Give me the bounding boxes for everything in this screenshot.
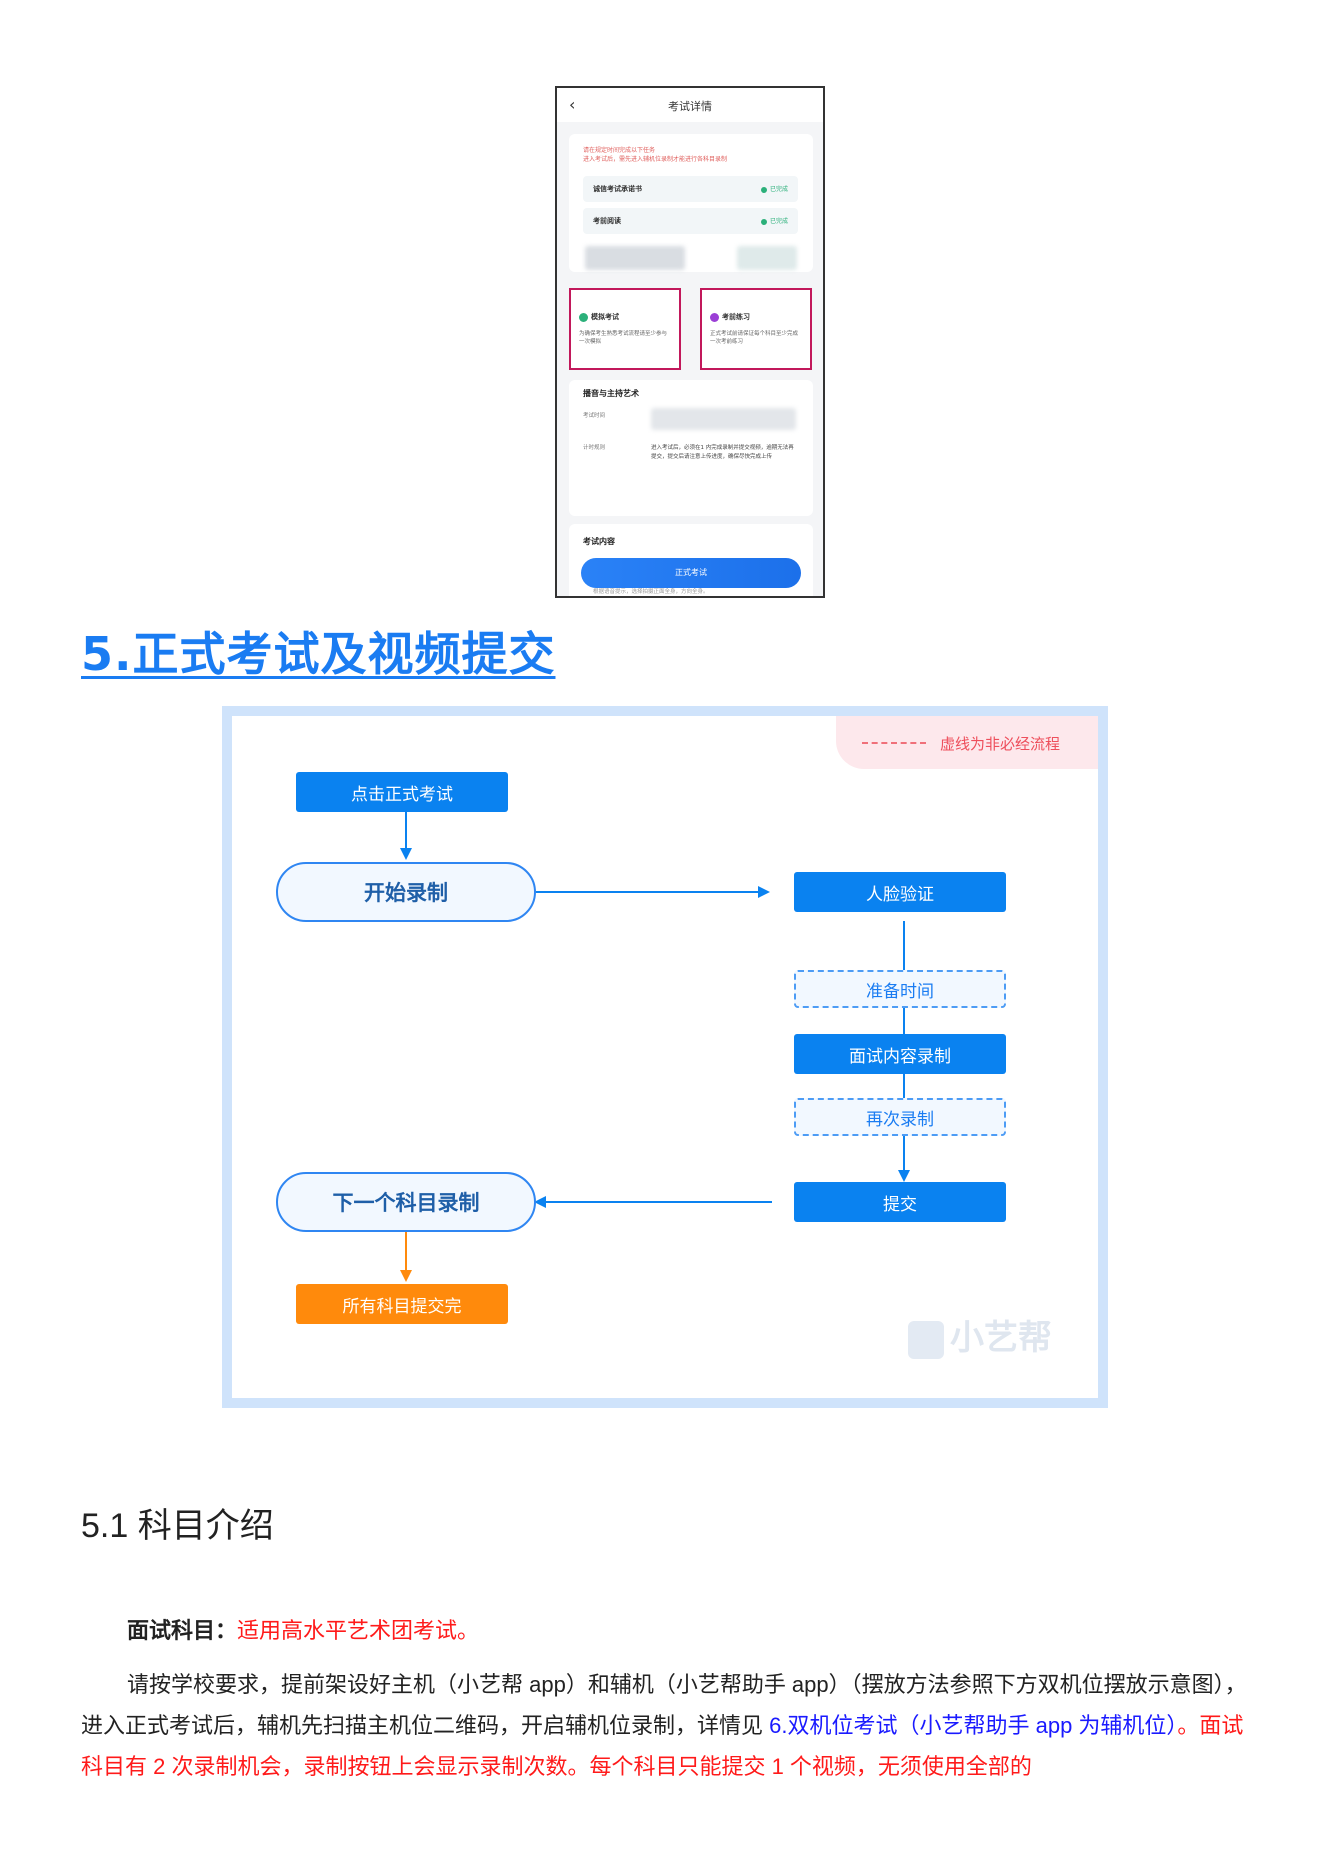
section-number: 5. [81, 627, 133, 681]
app-header: ‹ 考试详情 [557, 88, 823, 122]
interview-subject-paragraph: 面试科目：适用高水平艺术团考试。 [81, 1610, 1297, 1651]
done-icon [760, 186, 767, 193]
timer-rule-label: 计时规则 [583, 445, 606, 451]
subject-title: 播音与主持艺术 [583, 389, 639, 398]
node-re-record: 再次录制 [794, 1098, 1006, 1136]
blurred-region [651, 408, 796, 430]
task-label: 考前阅读 [593, 217, 621, 225]
app-title: 考试详情 [668, 100, 712, 113]
blurred-region [737, 246, 797, 270]
task-row[interactable]: 诚信考试承诺书 已完成 [583, 176, 798, 202]
node-interview-recording: 面试内容录制 [794, 1034, 1006, 1074]
subject-card [569, 380, 813, 516]
content-title: 考试内容 [583, 537, 615, 546]
legend: 虚线为非必经流程 [836, 716, 1098, 769]
recording-rules: 。面试科目有 2 次录制机会，录制按钮上会显示录制次数。每个科目只能提交 1 个… [81, 1713, 1244, 1779]
footer-hint: 根据语音提示，选择拍摄正面全身，方向全身。 [593, 589, 709, 595]
practice-card[interactable]: 考前练习 正式考试前请保证每个科目至少完成一次考前练习 [700, 288, 812, 370]
back-icon[interactable]: ‹ [569, 95, 576, 114]
timer-rule-text: 进入考试后，必须在1 内完成录制并提交视频，逾期无法再提交，提交后请注意上传进度… [651, 445, 794, 460]
node-prep-time: 准备时间 [794, 970, 1006, 1008]
done-icon [760, 218, 767, 225]
legend-text: 虚线为非必经流程 [940, 735, 1061, 753]
flow-connectors [400, 812, 910, 1282]
exam-time-label: 考试时间 [583, 413, 606, 419]
node-click-formal-exam: 点击正式考试 [296, 772, 508, 812]
mock-exam-card[interactable]: 模拟考试 为确保考生熟悉考试流程请至少参与一次模拟 [569, 288, 681, 370]
subsection-title: 5.1 科目介绍 [81, 1507, 274, 1545]
section-title[interactable]: 正式考试及视频提交 [132, 627, 556, 681]
instruction-paragraph: 请按学校要求，提前架设好主机（小艺帮 app）和辅机（小艺帮助手 app）（摆放… [81, 1672, 1247, 1779]
task-status: 已完成 [760, 184, 788, 193]
task-notice: 请在规定时间完成以下任务 进入考试后，需先进入辅机位录制才能进行各科目录制 [583, 147, 728, 163]
app-screenshot: ‹ 考试详情 请在规定时间完成以下任务 进入考试后，需先进入辅机位录制才能进行各… [555, 86, 825, 598]
subject-label: 面试科目： [127, 1618, 238, 1643]
task-row[interactable]: 考前阅读 已完成 [583, 208, 798, 234]
node-face-verification: 人脸验证 [794, 872, 1006, 912]
mock-exam-icon [579, 312, 588, 322]
watermark: 小艺帮 [908, 1310, 1052, 1359]
node-all-submitted: 所有科目提交完 [296, 1284, 508, 1324]
node-submit: 提交 [794, 1182, 1006, 1222]
dual-camera-link[interactable]: 6.双机位考试（小艺帮助手 app 为辅机位） [769, 1713, 1178, 1738]
subject-scope: 适用高水平艺术团考试。 [237, 1618, 480, 1643]
practice-icon [710, 312, 719, 322]
xiaoyibang-logo-icon [908, 1320, 944, 1359]
task-label: 诚信考试承诺书 [593, 185, 642, 193]
node-next-subject: 下一个科目录制 [276, 1172, 536, 1232]
flowchart: 虚线为非必经流程 点击正式考试 开始录制 人脸验证 准备时间 面试内容录制 再次… [222, 706, 1108, 1408]
task-status: 已完成 [760, 216, 788, 225]
section-heading: 5.正式考试及视频提交 [81, 618, 555, 684]
blurred-region [585, 246, 685, 270]
dashed-line-sample [862, 742, 926, 744]
formal-exam-button[interactable]: 正式考试 [581, 558, 801, 588]
node-start-recording: 开始录制 [276, 862, 536, 922]
